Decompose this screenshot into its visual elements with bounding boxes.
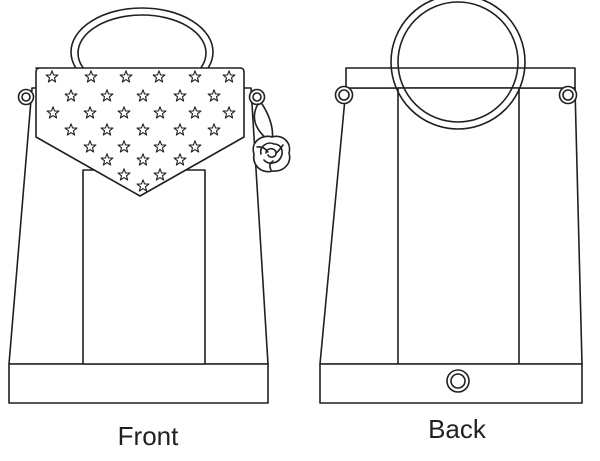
star-icon bbox=[207, 123, 221, 136]
front-ring-right-inner bbox=[252, 92, 262, 102]
star-icon bbox=[152, 70, 166, 83]
star-icon bbox=[222, 70, 236, 83]
star-icon bbox=[153, 106, 167, 119]
back-grommet-inner bbox=[450, 373, 466, 389]
star-icon bbox=[100, 123, 114, 136]
back-handle-inner bbox=[397, 1, 519, 123]
star-icon bbox=[136, 153, 150, 166]
back-top-band bbox=[345, 67, 576, 89]
star-icon bbox=[45, 70, 59, 83]
star-icon bbox=[117, 168, 131, 181]
star-icon bbox=[136, 179, 150, 192]
front-view-label: Front bbox=[117, 421, 179, 451]
star-icon bbox=[188, 106, 202, 119]
star-icon bbox=[188, 140, 202, 153]
charm-cord-2 bbox=[261, 103, 274, 141]
star-icon bbox=[222, 106, 236, 119]
star-icon bbox=[46, 106, 60, 119]
star-icon bbox=[100, 153, 114, 166]
star-icon bbox=[153, 140, 167, 153]
star-icon bbox=[117, 106, 131, 119]
star-icon bbox=[136, 89, 150, 102]
back-view bbox=[319, 0, 583, 404]
star-icon bbox=[173, 89, 187, 102]
front-ring-left-inner bbox=[21, 92, 31, 102]
star-icon bbox=[100, 89, 114, 102]
star-icon bbox=[83, 140, 97, 153]
star-icon bbox=[64, 89, 78, 102]
front-view bbox=[8, 7, 291, 404]
star-icon bbox=[153, 168, 167, 181]
star-icon bbox=[136, 123, 150, 136]
star-icon bbox=[173, 123, 187, 136]
back-ring-right-inner bbox=[562, 89, 574, 101]
star-icon bbox=[117, 140, 131, 153]
star-icon bbox=[188, 70, 202, 83]
star-icon bbox=[64, 123, 78, 136]
back-view-label: Back bbox=[428, 414, 486, 444]
star-icon bbox=[207, 89, 221, 102]
star-icon bbox=[84, 70, 98, 83]
star-icon bbox=[119, 70, 133, 83]
back-ring-left-inner bbox=[338, 89, 350, 101]
front-base-band bbox=[8, 363, 269, 404]
flap-stars bbox=[45, 70, 236, 192]
back-handle-outer bbox=[390, 0, 526, 130]
rose-icon bbox=[252, 135, 291, 173]
star-icon bbox=[173, 153, 187, 166]
back-center-panel bbox=[397, 87, 520, 365]
star-icon bbox=[83, 106, 97, 119]
front-center-panel bbox=[82, 169, 206, 365]
